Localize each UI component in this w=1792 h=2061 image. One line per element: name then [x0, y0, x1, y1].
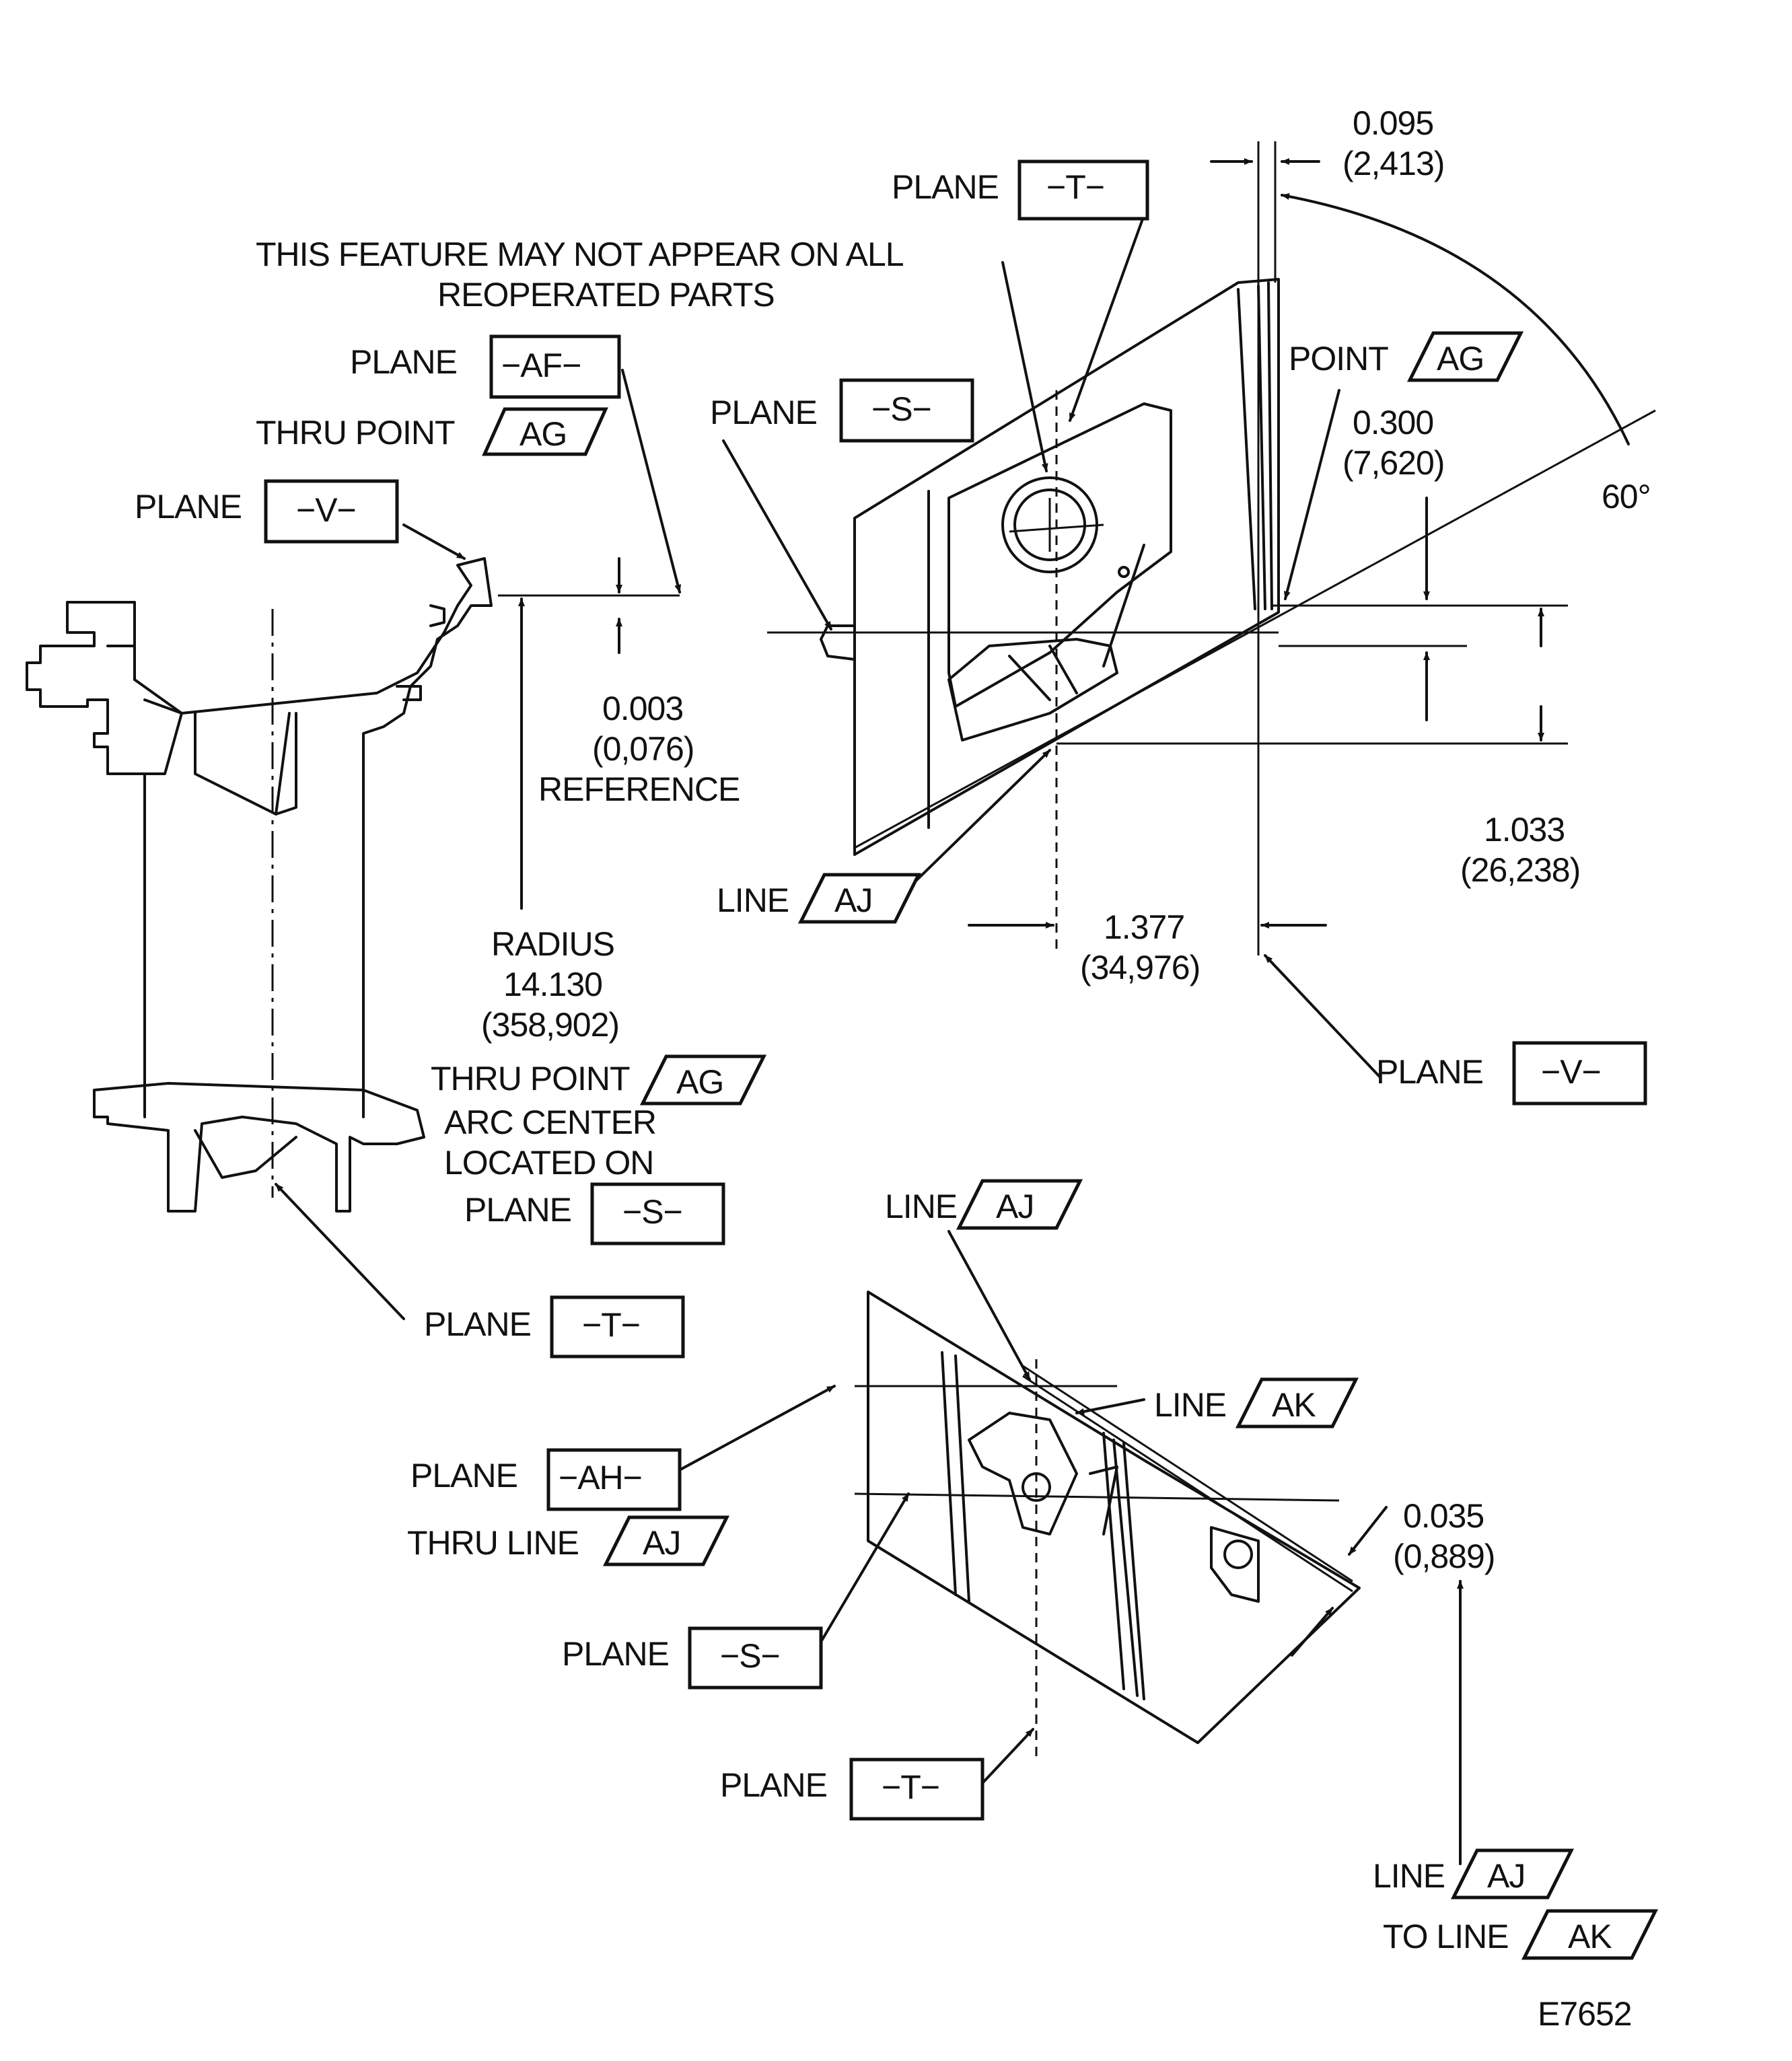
diagram-id: E7652 [1538, 1995, 1632, 2033]
datum-ag-3: AG [676, 1063, 723, 1101]
label-plane-v-left: PLANE [135, 488, 242, 526]
datum-ak-1: AK [1272, 1386, 1316, 1424]
datum-t-top: −T− [1046, 168, 1104, 206]
label-plane-s-top: PLANE [710, 394, 817, 431]
datum-frame-t-top [1017, 159, 1149, 221]
datum-frame-aj-2 [956, 1179, 1083, 1230]
datum-frame-s-top [839, 378, 974, 443]
leaders-lower [672, 1230, 1464, 1865]
datum-ak-2: AK [1568, 1918, 1612, 1955]
datum-frame-ah [546, 1448, 682, 1511]
dim-radius-in: 14.130 [503, 966, 602, 1003]
datum-frame-ak-1 [1235, 1377, 1359, 1429]
datum-v-right: −V− [1541, 1053, 1601, 1091]
datum-frame-aj-4 [1450, 1848, 1575, 1900]
datum-frame-ag-3 [639, 1054, 767, 1106]
datum-frame-v-right [1512, 1041, 1647, 1106]
label-to-line: TO LINE [1383, 1918, 1509, 1955]
dim-0003-in: 0.003 [602, 690, 683, 727]
label-plane-s-bottom: PLANE [562, 1635, 669, 1673]
datum-s-top: −S− [871, 390, 931, 428]
dim-0095-mm: (2,413) [1342, 145, 1444, 182]
label-line-aj-1: LINE [717, 881, 789, 919]
datum-frame-v-left [264, 479, 399, 544]
dim-1033-in: 1.033 [1484, 811, 1565, 848]
lower-view [854, 1291, 1361, 1763]
label-plane-af: PLANE [350, 343, 457, 381]
label-plane-t-bottom: PLANE [720, 1766, 827, 1804]
datum-aj-1: AJ [834, 881, 872, 919]
datum-af: −AF− [501, 347, 581, 384]
datum-frame-aj-3 [602, 1515, 730, 1566]
label-plane-t-mid: PLANE [424, 1305, 531, 1343]
label-located-on: LOCATED ON [444, 1144, 653, 1182]
label-thru-point-1: THRU POINT [256, 414, 455, 451]
leaders-upper [275, 158, 1630, 1320]
datum-frame-ag-1 [482, 407, 608, 456]
note-line-2: REOPERATED PARTS [437, 276, 775, 314]
dim-1377-mm: (34,976) [1080, 949, 1200, 986]
datum-ag-2: AG [1437, 340, 1484, 377]
dim-0003-mm: (0,076) [592, 730, 694, 768]
note-line-1: THIS FEATURE MAY NOT APPEAR ON ALL [256, 236, 904, 273]
label-plane-ah: PLANE [410, 1457, 517, 1494]
datum-s-mid: −S− [622, 1193, 682, 1231]
dim-1377-in: 1.377 [1104, 908, 1184, 946]
label-arc-center: ARC CENTER [444, 1104, 656, 1141]
label-plane-s-mid: PLANE [464, 1191, 571, 1229]
dim-angle: 60° [1602, 478, 1651, 515]
datum-aj-2: AJ [996, 1188, 1034, 1225]
datum-frame-af [489, 334, 621, 399]
datum-frame-ak-2 [1521, 1909, 1659, 1960]
label-reference: REFERENCE [538, 770, 740, 808]
datum-aj-3: AJ [643, 1524, 680, 1562]
label-point: POINT [1289, 340, 1388, 377]
datum-aj-4: AJ [1487, 1857, 1525, 1895]
dim-0300-in: 0.300 [1353, 404, 1433, 441]
label-line-aj-2: LINE [885, 1188, 957, 1225]
label-thru-point-2: THRU POINT [431, 1060, 630, 1097]
dim-1033-mm: (26,238) [1460, 851, 1580, 889]
datum-ah: −AH− [559, 1459, 642, 1496]
datum-ag-1: AG [519, 415, 567, 453]
datum-s-bottom: −S− [720, 1637, 780, 1675]
dim-0095-in: 0.095 [1353, 104, 1433, 142]
datum-frame-s-mid [590, 1182, 725, 1245]
dim-0035-mm: (0,889) [1393, 1538, 1495, 1575]
label-thru-line: THRU LINE [407, 1524, 579, 1562]
upper-view [767, 141, 1656, 955]
label-plane-v-right: PLANE [1376, 1053, 1483, 1091]
label-radius: RADIUS [491, 925, 614, 963]
label-line-ak-1: LINE [1154, 1386, 1226, 1424]
datum-frame-aj-1 [797, 873, 922, 924]
datum-frame-t-bottom [849, 1758, 984, 1821]
label-line-aj-4: LINE [1373, 1857, 1445, 1895]
datum-frame-ag-2 [1406, 331, 1524, 382]
part-cross-section [26, 557, 493, 1213]
dim-0300-mm: (7,620) [1342, 444, 1444, 482]
datum-t-bottom: −T− [882, 1768, 939, 1806]
datum-t-mid: −T− [582, 1306, 640, 1344]
dim-0035-in: 0.035 [1403, 1497, 1484, 1535]
label-plane-t-top: PLANE [892, 168, 999, 206]
datum-frame-s-bottom [688, 1626, 823, 1690]
datum-frame-t-mid [550, 1295, 685, 1359]
datum-v-left: −V− [296, 491, 356, 529]
dim-radius-mm: (358,902) [481, 1006, 619, 1044]
